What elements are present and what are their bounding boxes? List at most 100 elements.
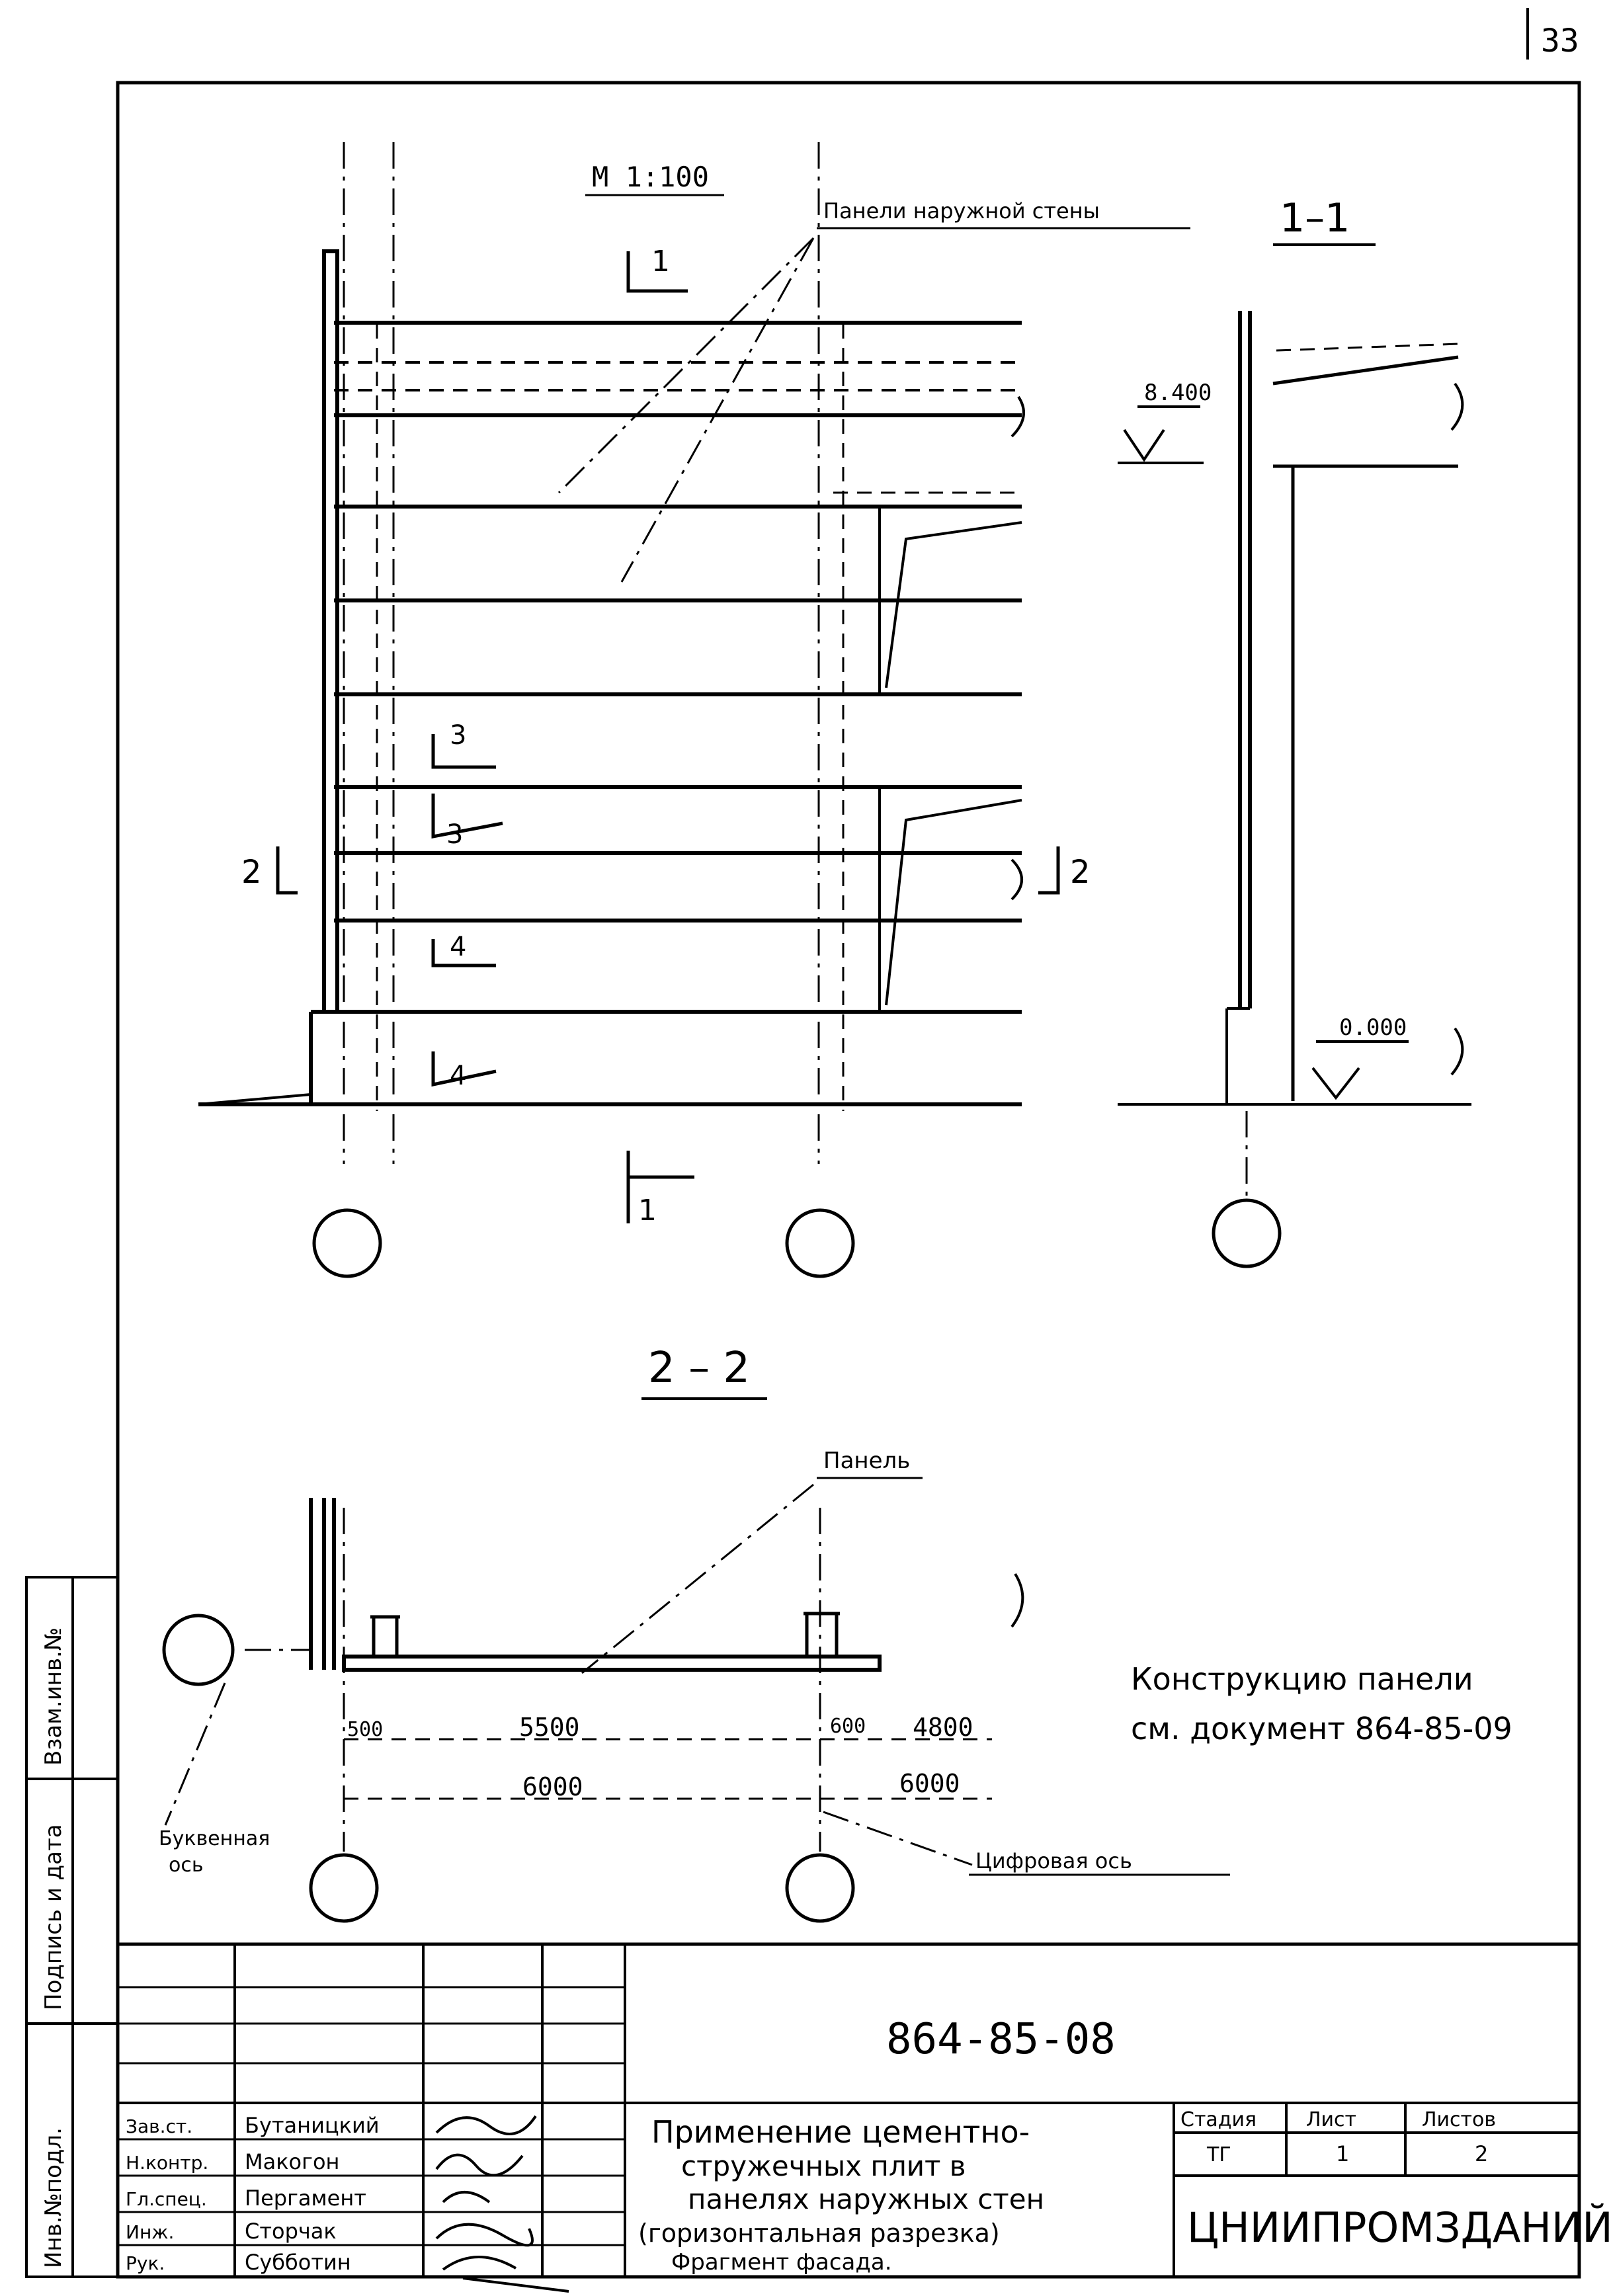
construction-note-line-2: см. документ 864-85-09: [1131, 1711, 1512, 1746]
facade-left-wall: [322, 249, 339, 1014]
facade-window-heads: [833, 491, 1022, 788]
cut-2-left-label: 2: [241, 854, 262, 891]
role-1: Н.контр.: [126, 2152, 208, 2174]
cut-3-label-a: 3: [450, 720, 466, 751]
cut-2-left-mark: [276, 846, 298, 895]
stage-value: ТГ: [1206, 2143, 1231, 2166]
name-3: Сторчак: [245, 2219, 337, 2244]
facade-note: Панели наружной стены: [823, 198, 1100, 224]
level-mark-top: 8.400: [1144, 380, 1212, 406]
section-2-2-wall: [309, 1498, 336, 1670]
cut-1-top-label: 1: [651, 245, 670, 278]
level-mark-bottom: 0.000: [1339, 1014, 1407, 1041]
section-2-2: 2 – 2 Панель 500 5500 600 4800 6000 6000…: [159, 1344, 1230, 1923]
facade-parapet-lines: [334, 361, 1022, 391]
section-1-1: 1–1 8.400 0.000: [1118, 195, 1471, 1268]
cut-4-label-a: 4: [450, 932, 466, 962]
facade-column-lines: [376, 324, 845, 1111]
cut-1-bottom-label: 1: [638, 1194, 657, 1227]
stage-label: Стадия: [1180, 2108, 1257, 2131]
panel-label: Панель: [823, 1448, 910, 1474]
facade-panel-rows: [311, 321, 1022, 1014]
section-1-1-breaks: [1450, 382, 1464, 1076]
facade-axis-lines: [343, 142, 820, 1164]
construction-note-line-1: Конструкцию панели: [1131, 1661, 1473, 1697]
name-1: Макогон: [245, 2149, 339, 2174]
cut-1-top-mark: [626, 251, 688, 293]
digit-axis-leader: [823, 1811, 973, 1866]
section-1-1-roof: [1272, 355, 1459, 1101]
sign-date-label: Подпись и дата: [40, 1824, 67, 2010]
stage-grid: [1173, 2103, 1579, 2277]
letter-axis-leader: [164, 1682, 226, 1826]
role-4: Рук.: [126, 2252, 165, 2274]
sheets-label: Листов: [1422, 2108, 1496, 2131]
role-0: Зав.ст.: [126, 2115, 192, 2137]
role-2: Гл.спец.: [126, 2188, 207, 2210]
letter-axis-label-2: ось: [169, 1854, 204, 1877]
facade-fragment: М 1:100 Панели наружной стены 1 1 2 2: [198, 142, 1190, 1278]
title-line-0: Применение цементно-: [651, 2114, 1030, 2150]
signatures: [435, 2115, 569, 2293]
facade-note-leaders: [557, 237, 815, 583]
page-number: 33: [1541, 22, 1579, 60]
dimension-lines: [344, 1738, 992, 1800]
construction-note: Конструкцию панели см. документ 864-85-0…: [1131, 1661, 1512, 1746]
side-stamp: Инв.№подл. Подпись и дата Взам.инв.№: [25, 1576, 119, 2278]
section-2-2-columns: [370, 1612, 840, 1657]
ground-line: [198, 1093, 311, 1106]
role-3: Инж.: [126, 2221, 174, 2243]
replaced-inv-label: Взам.инв.№: [40, 1627, 67, 1766]
axis-bubble-left: [312, 1208, 382, 1278]
facade-plinth: [198, 1012, 1022, 1106]
panel-leader: [581, 1483, 814, 1674]
digit-axis-label: Цифровая ось: [975, 1848, 1132, 1873]
plan-axis-bubble-left: [309, 1853, 379, 1923]
title-block: 864-85-08 Зав.ст. Бутаницкий Н.контр. Ма…: [116, 1942, 1609, 2293]
title-grid-rows-top: [118, 1986, 625, 2065]
title-line-1: стружечных плит в: [681, 2150, 966, 2182]
cut-4-marks: [431, 939, 497, 1087]
section-1-1-wall: [1238, 311, 1252, 1008]
inv-no-label: Инв.№подл.: [40, 2127, 67, 2268]
title-grid-columns: [233, 1944, 626, 2277]
cut-1-bottom-mark: [626, 1151, 694, 1223]
section-1-1-axis-bubble: [1212, 1198, 1282, 1268]
title-grid-rows-bottom: [118, 2138, 625, 2246]
break-marks: [1011, 395, 1025, 901]
section-1-1-roof-slope: [1276, 343, 1459, 352]
org-name: ЦНИИПРОМЗДАНИЙ: [1187, 2203, 1609, 2252]
dim-6000-left: 6000: [522, 1772, 583, 1801]
section-2-2-break: [1011, 1573, 1024, 1628]
section-2-2-title: 2 – 2: [648, 1344, 750, 1393]
facade-window-sashes: [885, 521, 1022, 1006]
level-mark-bottom-symbol: [1311, 1040, 1409, 1100]
dim-600: 600: [830, 1715, 866, 1738]
dim-6000-right: 6000: [899, 1769, 960, 1798]
sheet-label: Лист: [1306, 2108, 1356, 2131]
dim-4800: 4800: [913, 1713, 973, 1742]
letter-axis-label-1: Буквенная: [159, 1827, 270, 1850]
sheet-value: 1: [1336, 2141, 1349, 2166]
section-2-2-axes: [343, 1508, 821, 1852]
cut-3-label-b: 3: [446, 819, 463, 850]
title-line-3: (горизонтальная разрезка): [638, 2219, 1000, 2248]
section-1-1-plinth: [1225, 1007, 1250, 1106]
doc-code: 864-85-08: [886, 2015, 1116, 2064]
dim-5500: 5500: [519, 1713, 580, 1742]
dim-500: 500: [347, 1718, 383, 1741]
plan-axis-bubble-right: [785, 1853, 855, 1923]
title-line-4: Фрагмент фасада.: [671, 2249, 892, 2276]
cut-2-right-mark: [1038, 846, 1060, 895]
name-0: Бутаницкий: [245, 2113, 380, 2138]
name-2: Пергамент: [245, 2186, 366, 2211]
name-4: Субботин: [245, 2250, 351, 2275]
axis-bubble-right: [785, 1208, 855, 1278]
level-mark-top-symbol: [1118, 405, 1204, 464]
cut-4-label-b: 4: [450, 1061, 466, 1091]
cut-3-marks: [431, 734, 503, 839]
section-2-2-panel: [342, 1655, 882, 1672]
sheets-value: 2: [1475, 2141, 1488, 2166]
cut-2-right-label: 2: [1070, 854, 1091, 891]
